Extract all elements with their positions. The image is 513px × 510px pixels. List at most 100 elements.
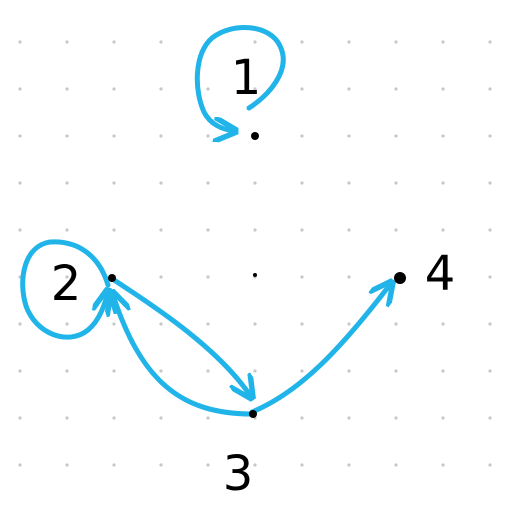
grid-dot: [112, 369, 116, 373]
node-3-dot: [249, 410, 257, 418]
grid-dot: [394, 228, 398, 232]
grid-dot: [394, 322, 398, 326]
grid-dot: [112, 87, 116, 91]
node-label-3: 3: [223, 446, 254, 502]
edge-1-to-1: [194, 25, 286, 131]
grid-dot: [159, 134, 163, 138]
grid-dot: [441, 463, 445, 467]
grid-dot: [159, 87, 163, 91]
grid-dot: [65, 416, 69, 420]
grid-dot: [112, 322, 116, 326]
grid-dot: [394, 463, 398, 467]
grid-dot: [206, 463, 210, 467]
grid-dot: [18, 40, 22, 44]
grid-dot: [394, 416, 398, 420]
node-labels: 1 2 3 4: [51, 50, 456, 502]
grid-dot: [18, 134, 22, 138]
grid-dot: [488, 416, 492, 420]
grid-dot: [488, 275, 492, 279]
grid-dot: [441, 134, 445, 138]
grid-dot: [65, 322, 69, 326]
grid-dot: [159, 275, 163, 279]
grid-dot: [18, 87, 22, 91]
grid-dot: [206, 416, 210, 420]
grid-dot: [159, 322, 163, 326]
grid-dot: [347, 275, 351, 279]
grid-dot: [488, 134, 492, 138]
grid-dot: [300, 322, 304, 326]
dot-grid: [18, 40, 492, 467]
grid-dot: [441, 416, 445, 420]
grid-dot: [394, 40, 398, 44]
grid-dot: [394, 369, 398, 373]
grid-dot: [18, 369, 22, 373]
grid-dot: [394, 87, 398, 91]
grid-dot: [206, 322, 210, 326]
edge-3-to-4: [249, 282, 392, 415]
grid-dot: [347, 369, 351, 373]
grid-dot: [206, 87, 210, 91]
grid-dot: [18, 322, 22, 326]
grid-dot: [112, 463, 116, 467]
grid-dot: [253, 463, 257, 467]
grid-dot: [206, 181, 210, 185]
grid-dot: [65, 181, 69, 185]
grid-dot: [65, 228, 69, 232]
grid-dot: [159, 40, 163, 44]
grid-dot: [65, 40, 69, 44]
grid-dot: [206, 369, 210, 373]
grid-dot: [253, 40, 257, 44]
node-1-dot: [251, 132, 259, 140]
grid-dot: [347, 463, 351, 467]
grid-dot: [253, 87, 257, 91]
grid-dot: [112, 40, 116, 44]
grid-dot: [112, 416, 116, 420]
grid-dot: [159, 416, 163, 420]
grid-dot: [441, 369, 445, 373]
grid-dot: [18, 463, 22, 467]
node-2-dot: [108, 274, 116, 282]
grid-dot: [394, 181, 398, 185]
grid-dot: [488, 181, 492, 185]
grid-dot: [347, 40, 351, 44]
grid-dot: [159, 369, 163, 373]
grid-dot: [488, 228, 492, 232]
grid-dot: [441, 228, 445, 232]
node-label-1: 1: [231, 50, 262, 106]
grid-dot: [112, 181, 116, 185]
edge-2-to-3: [111, 277, 252, 398]
grid-dot: [65, 463, 69, 467]
grid-dot: [488, 322, 492, 326]
node-label-4: 4: [425, 246, 456, 302]
grid-dot: [347, 416, 351, 420]
grid-dot: [488, 40, 492, 44]
grid-dot: [488, 463, 492, 467]
grid-dot: [159, 181, 163, 185]
grid-dot: [206, 275, 210, 279]
grid-dot: [65, 134, 69, 138]
edges: [20, 25, 392, 417]
grid-dot: [253, 228, 257, 232]
node-4-dot: [394, 272, 406, 284]
grid-dot: [300, 181, 304, 185]
grid-dot: [441, 181, 445, 185]
grid-dot: [488, 369, 492, 373]
grid-dot: [347, 87, 351, 91]
grid-dot: [253, 369, 257, 373]
grid-dot: [300, 228, 304, 232]
grid-dot: [300, 87, 304, 91]
grid-dot: [300, 416, 304, 420]
grid-dot: [159, 228, 163, 232]
grid-dot: [159, 463, 163, 467]
grid-dot: [18, 181, 22, 185]
grid-dot: [65, 369, 69, 373]
grid-dot: [347, 322, 351, 326]
grid-dot: [347, 181, 351, 185]
grid-dot: [394, 134, 398, 138]
grid-dot: [18, 228, 22, 232]
grid-dot: [347, 134, 351, 138]
node-label-2: 2: [51, 256, 82, 312]
nodes: [108, 132, 406, 418]
